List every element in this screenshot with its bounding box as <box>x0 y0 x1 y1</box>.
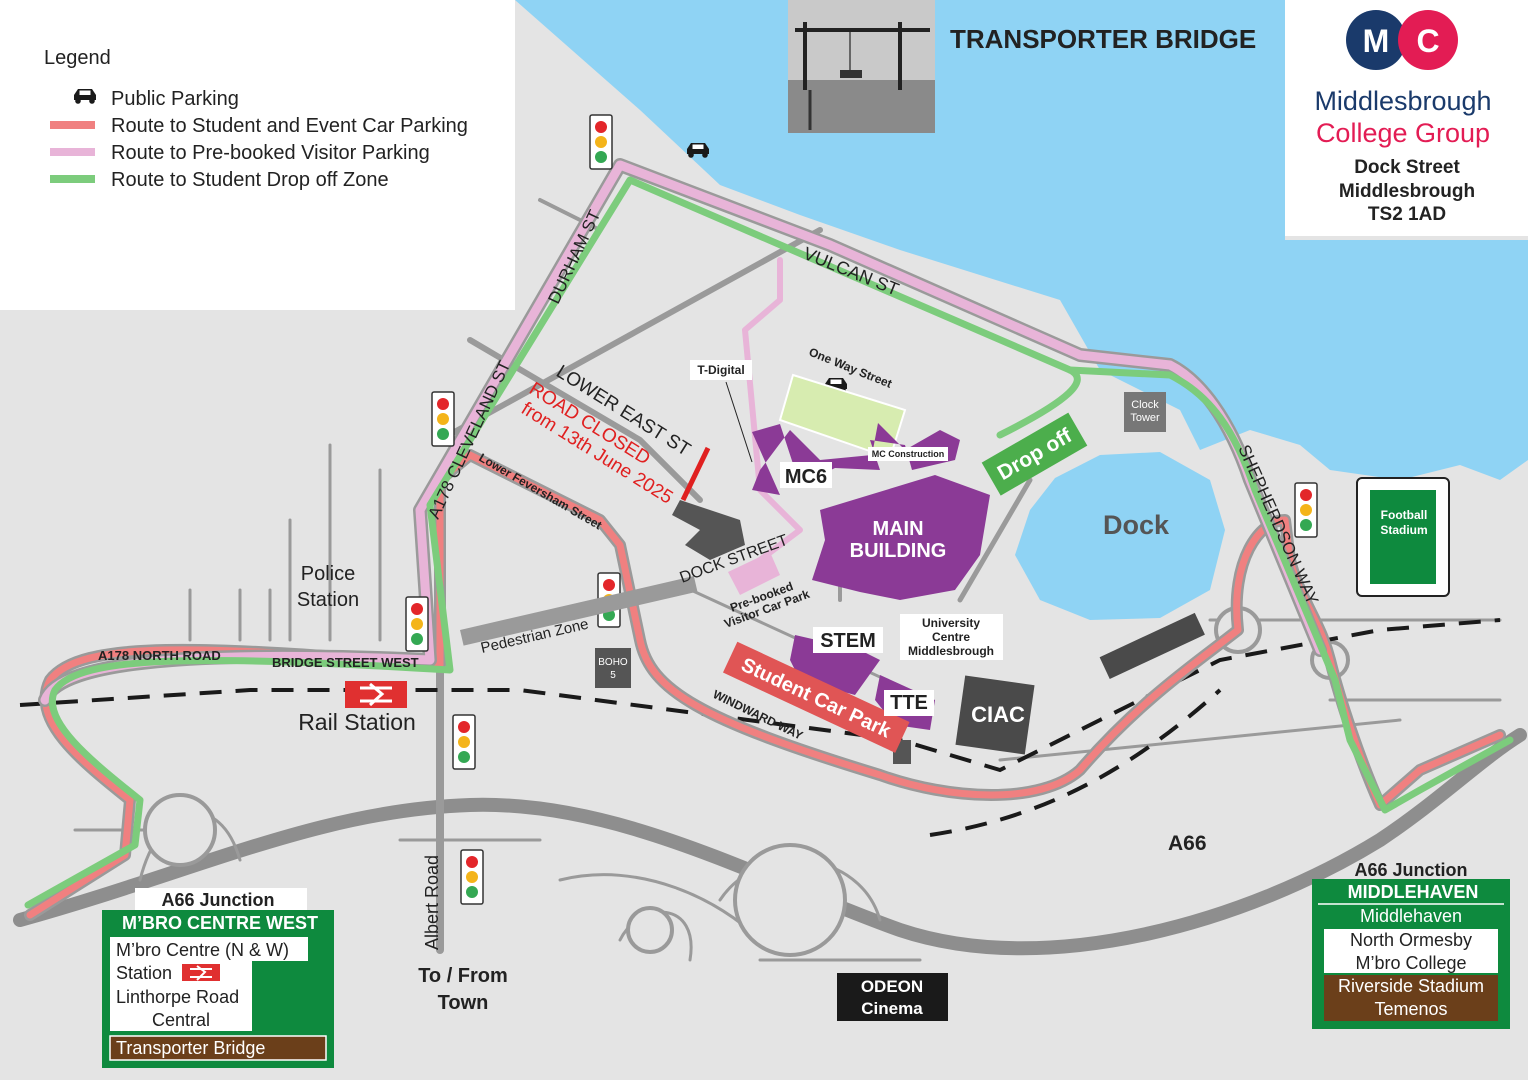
mc6-label: MC6 <box>785 466 827 488</box>
svg-text:Middlesbrough: Middlesbrough <box>1314 86 1491 116</box>
svg-text:C: C <box>1416 23 1439 59</box>
a66-label: A66 <box>1168 832 1207 855</box>
green-route <box>24 176 1514 909</box>
tte-label: TTE <box>890 692 928 714</box>
traffic-light-icon <box>1294 482 1318 538</box>
to-from-town-label-2: Town <box>438 992 489 1014</box>
legend-item-pink: Route to Pre-booked Visitor Parking <box>111 142 430 164</box>
sign-east-line-2: M’bro College <box>1355 953 1466 973</box>
university-label-1: University <box>922 616 980 630</box>
college-logo: M C Middlesbrough College Group Dock Str… <box>1285 0 1528 236</box>
clock-tower-box <box>1124 392 1166 432</box>
traffic-light-icon <box>431 391 455 447</box>
address-line-2: Middlesbrough <box>1339 181 1475 202</box>
police-station-label-1: Police <box>301 563 355 585</box>
address-line-3: TS2 1AD <box>1368 204 1446 225</box>
sign-west-brown: Transporter Bridge <box>116 1038 265 1058</box>
road-network <box>13 198 1527 962</box>
national-rail-icon <box>345 681 407 708</box>
rail-station-label: Rail Station <box>298 709 416 735</box>
t-digital-label: T-Digital <box>697 363 744 377</box>
svg-text:M: M <box>1363 23 1390 59</box>
legend-item-parking: Public Parking <box>111 88 239 110</box>
sign-east-brown-1: Riverside Stadium <box>1338 976 1484 996</box>
svg-text:Cinema: Cinema <box>861 999 923 1018</box>
traffic-light-icon <box>405 596 429 652</box>
sign-west-line-1: M’bro Centre (N & W) <box>116 940 289 960</box>
drop-off-zone <box>981 412 1088 496</box>
football-stadium: Football Stadium <box>1356 477 1450 597</box>
boho-label-1: BOHO <box>598 657 628 668</box>
main-building-label-1: MAIN <box>872 518 923 540</box>
main-building <box>812 475 990 600</box>
sign-east-sub: Middlehaven <box>1360 906 1462 926</box>
legend-swatch-green <box>50 175 95 183</box>
svg-text:College Group: College Group <box>1316 118 1490 148</box>
sign-east-header: MIDDLEHAVEN <box>1348 882 1479 902</box>
sign-west-junction: A66 Junction <box>161 890 274 910</box>
legend-title: Legend <box>44 47 111 69</box>
to-from-town-label-1: To / From <box>418 965 508 987</box>
sign-west: A66 Junction M’BRO CENTRE WEST M’bro Cen… <box>102 888 334 1068</box>
stem-label: STEM <box>820 630 876 652</box>
ciac-label: CIAC <box>971 702 1025 727</box>
clock-tower-label-1: Clock <box>1131 399 1159 411</box>
police-station-label-2: Station <box>297 589 359 611</box>
traffic-light-icon <box>452 714 476 770</box>
traffic-light-icon <box>460 849 484 905</box>
svg-text:ODEON: ODEON <box>861 977 923 996</box>
sign-west-header: M’BRO CENTRE WEST <box>122 913 318 933</box>
university-label-2: Centre <box>932 630 970 644</box>
svg-text:Stadium: Stadium <box>1380 523 1427 537</box>
odeon-cinema: ODEON Cinema <box>837 973 948 1021</box>
pedestrian-zone-band <box>459 576 698 646</box>
north-road-label: A178 NORTH ROAD <box>98 648 221 663</box>
sign-east: A66 Junction MIDDLEHAVEN Middlehaven Nor… <box>1312 860 1510 1029</box>
sign-west-line-2: Station <box>116 963 172 983</box>
sign-west-line-4: Central <box>152 1010 210 1030</box>
legend: Legend Public Parking Route to Student a… <box>44 47 468 191</box>
dock-label: Dock <box>1103 510 1170 540</box>
legend-swatch-pink <box>50 148 95 156</box>
road-closed-bar <box>680 446 711 502</box>
student-car-park <box>722 641 910 753</box>
legend-item-red: Route to Student and Event Car Parking <box>111 115 468 137</box>
boho-building <box>595 648 631 688</box>
traffic-light-icon <box>589 114 613 170</box>
sign-east-junction: A66 Junction <box>1354 860 1467 880</box>
sign-west-line-3: Linthorpe Road <box>116 987 239 1007</box>
svg-text:Football: Football <box>1381 508 1428 522</box>
boho-label-2: 5 <box>610 670 616 681</box>
ciac-building <box>955 675 1035 755</box>
clock-tower-label-2: Tower <box>1130 412 1160 424</box>
national-rail-icon <box>182 964 220 981</box>
sign-east-line-1: North Ormesby <box>1350 930 1472 950</box>
university-label-3: Middlesbrough <box>908 644 994 658</box>
transporter-bridge-title: TRANSPORTER BRIDGE <box>950 24 1256 54</box>
address-line-1: Dock Street <box>1354 157 1460 178</box>
mc-construction-label: MC Construction <box>872 449 945 459</box>
transporter-bridge-photo <box>788 0 935 133</box>
bridge-street-west-label: BRIDGE STREET WEST <box>272 655 419 670</box>
legend-swatch-red <box>50 121 95 129</box>
dock-water <box>1015 452 1225 620</box>
river-water <box>515 0 1528 480</box>
legend-item-green: Route to Student Drop off Zone <box>111 169 389 191</box>
sign-east-brown-2: Temenos <box>1374 999 1447 1019</box>
albert-road-label: Albert Road <box>422 855 442 950</box>
mc6-building <box>752 423 960 495</box>
visitor-car-park <box>728 552 780 595</box>
main-building-label-2: BUILDING <box>850 540 947 562</box>
